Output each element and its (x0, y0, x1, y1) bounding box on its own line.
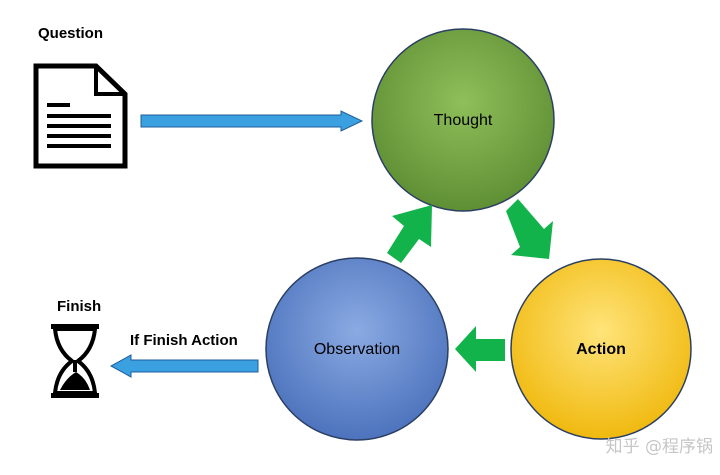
thought-node: Thought (371, 28, 555, 212)
question-to-thought-arrow (140, 110, 364, 132)
observation-to-finish-arrow (109, 354, 259, 378)
action-node: Action (510, 258, 692, 440)
finish-label: Finish (57, 298, 101, 315)
watermark-text: 知乎 @程序锅 (606, 437, 713, 457)
if-finish-action-label: If Finish Action (130, 332, 238, 349)
question-label: Question (38, 25, 103, 42)
action-to-observation-arrow (455, 326, 505, 372)
thought-to-action-arrow (506, 199, 553, 259)
hourglass-icon (51, 324, 99, 398)
observation-label: Observation (314, 341, 400, 358)
document-icon (33, 63, 128, 169)
observation-to-thought-arrow (387, 205, 432, 263)
observation-node: Observation (265, 257, 449, 441)
thought-label: Thought (434, 112, 493, 129)
action-label: Action (576, 341, 626, 358)
